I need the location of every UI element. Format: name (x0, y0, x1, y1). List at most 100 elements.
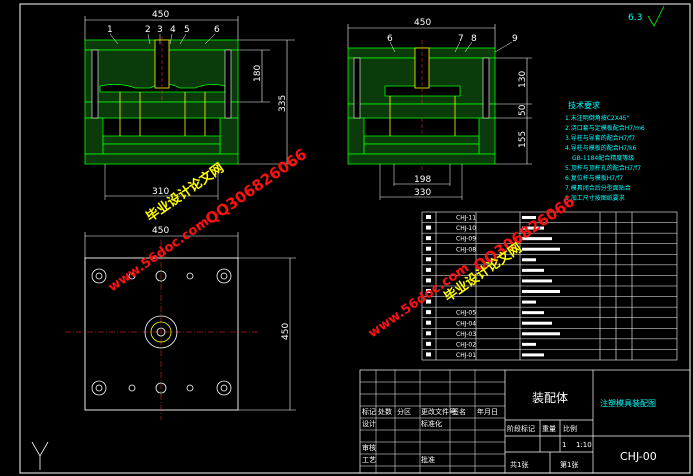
height-dim-180: 180 (253, 65, 263, 82)
parts-list-name-mark (522, 237, 552, 241)
tech-req-item-1: 1.未注明倒角按C2X45° (565, 114, 629, 122)
parts-list-index-mark (426, 246, 431, 251)
parts-list-code: CHJ-05 (456, 310, 476, 317)
drawing-name: 装配体 (532, 391, 568, 405)
tb-label-standard: 标准化 (421, 419, 442, 428)
parts-list-code: CHJ-02 (456, 341, 476, 348)
drawing-number: CHJ-00 (620, 450, 657, 463)
company-name: 注塑模具装配图 (600, 398, 656, 408)
part-label-3: 3 (157, 25, 163, 35)
parts-list-index-mark (426, 341, 431, 346)
front-section-view: 450 1 (84, 10, 295, 200)
qty-value: 1 (562, 441, 566, 449)
side-part-7: 7 (458, 34, 464, 44)
part-label-2: 2 (145, 25, 151, 35)
part-label-1: 1 (107, 25, 113, 35)
ucs-icon (31, 441, 49, 470)
tb-label-zone: 分区 (397, 407, 411, 416)
parts-list-index-mark (426, 267, 431, 272)
parts-list-code: CHJ-11 (456, 215, 476, 222)
tech-req-item-2: 2.浇口套与定模板配合H7/m6 (565, 124, 645, 132)
parts-list-code: CHJ-10 (456, 225, 476, 232)
tech-req-item-6: 5.顶杆与顶杆孔的配合H7/f7 (565, 164, 641, 172)
parts-list-index-mark (426, 310, 431, 315)
tb-label-design: 设计 (362, 419, 376, 428)
side-bottom-330: 330 (414, 188, 431, 198)
parts-list-name-mark (522, 226, 544, 230)
plan-view: 450 450 (65, 226, 296, 420)
tech-req-title: 技术要求 (568, 100, 600, 110)
roughness-symbol: 6.3 (628, 5, 665, 27)
tb-label-process: 工艺 (362, 456, 376, 464)
scale-value: 1:10 (576, 441, 592, 449)
side-width-dim: 450 (414, 18, 431, 28)
parts-list-name-mark (522, 258, 536, 262)
side-section-view: 450 6 7 8 9 130 50 155 (347, 18, 532, 200)
parts-list-name-mark (522, 290, 560, 293)
parts-list-index-mark (426, 289, 431, 293)
parts-list-name-mark (522, 311, 544, 315)
parts-list-rows: CHJ-11CHJ-10CHJ-09CHJ-08CHJ-05CHJ-04CHJ-… (422, 215, 677, 359)
side-bottom-198: 198 (414, 175, 431, 185)
tb-label-sign: 签名 (452, 407, 466, 416)
parts-list-code: CHJ-09 (456, 236, 476, 243)
parts-list-name-mark (522, 321, 552, 325)
parts-list-index-mark (426, 278, 431, 283)
height-dim-335: 335 (278, 95, 288, 112)
sheet-number: 第1张 (560, 460, 578, 469)
tb-label-weight: 重量 (542, 425, 556, 433)
parts-list-index-mark (426, 331, 431, 336)
plan-width-dim: 450 (152, 226, 169, 236)
parts-list-index-mark (426, 352, 431, 357)
parts-list-name-mark (522, 247, 560, 251)
parts-list-index-mark (426, 236, 431, 241)
parts-list-name-mark (522, 216, 536, 219)
tech-req-item-9: 8.加工尺寸按图纸要求 (565, 194, 625, 202)
width-dim-label: 450 (152, 10, 169, 20)
side-dim-155: 155 (518, 131, 528, 148)
parts-list-index-mark (426, 299, 431, 304)
side-dim-50: 50 (518, 104, 528, 116)
title-block (359, 369, 691, 474)
tech-req-item-7: 6.复位杆与模板H7/f7 (565, 174, 623, 182)
part-label-6: 6 (214, 25, 220, 35)
title-block-labels: 标记 处数 分区 更改文件号 签名 年月日 设计 标准化 阶段标记 重量 比例 … (362, 407, 577, 464)
tech-req-item-8: 7.模具闭合后分型面贴合 (565, 184, 631, 192)
tech-req-item-5: GB-1184配合精度等级 (572, 154, 634, 162)
technical-requirements: 技术要求 1.未注明倒角按C2X45° 2.浇口套与定模板配合H7/m6 3.导… (565, 100, 645, 202)
side-part-8: 8 (471, 34, 477, 44)
side-part-9: 9 (512, 34, 518, 44)
tb-label-date: 年月日 (477, 407, 498, 416)
parts-list-name-mark (522, 268, 544, 272)
parts-list-index-mark (426, 215, 431, 219)
part-label-4: 4 (170, 25, 176, 35)
side-dim-130: 130 (518, 71, 528, 88)
tb-label-approve: 批准 (421, 455, 435, 464)
parts-list-code: CHJ-08 (456, 246, 476, 253)
side-part-6: 6 (387, 34, 393, 44)
tb-label-mark: 标记 (362, 407, 376, 416)
bottom-dim-310: 310 (152, 187, 169, 197)
tb-label-count: 处数 (378, 407, 392, 416)
plan-height-dim: 450 (281, 323, 291, 340)
parts-list-name-mark (522, 300, 536, 304)
watermark-left: QQ306826066 毕业设计论文网 www.56doc.com (106, 145, 310, 295)
parts-list-name-mark (522, 332, 560, 336)
parts-list-name-mark (522, 353, 544, 357)
parts-list-code: CHJ-01 (456, 352, 476, 359)
parts-list-code: CHJ-03 (456, 331, 476, 338)
parts-list-name-mark (522, 342, 536, 346)
parts-list-code: CHJ-04 (456, 320, 476, 327)
roughness-value: 6.3 (628, 13, 642, 23)
parts-list-index-mark (426, 257, 431, 262)
tb-label-check: 审核 (362, 443, 376, 452)
tb-label-stage: 阶段标记 (507, 424, 535, 433)
tb-label-scale: 比例 (563, 424, 577, 433)
sheets-total: 共1张 (510, 460, 528, 469)
parts-list-name-mark (522, 279, 552, 283)
tech-req-item-4: 4.导柱与模板的配合H7/k6 (565, 144, 637, 152)
tb-label-change: 更改文件号 (421, 407, 456, 416)
parts-list-index-mark (426, 320, 431, 325)
parts-list-index-mark (426, 225, 431, 230)
part-label-5: 5 (184, 25, 190, 35)
